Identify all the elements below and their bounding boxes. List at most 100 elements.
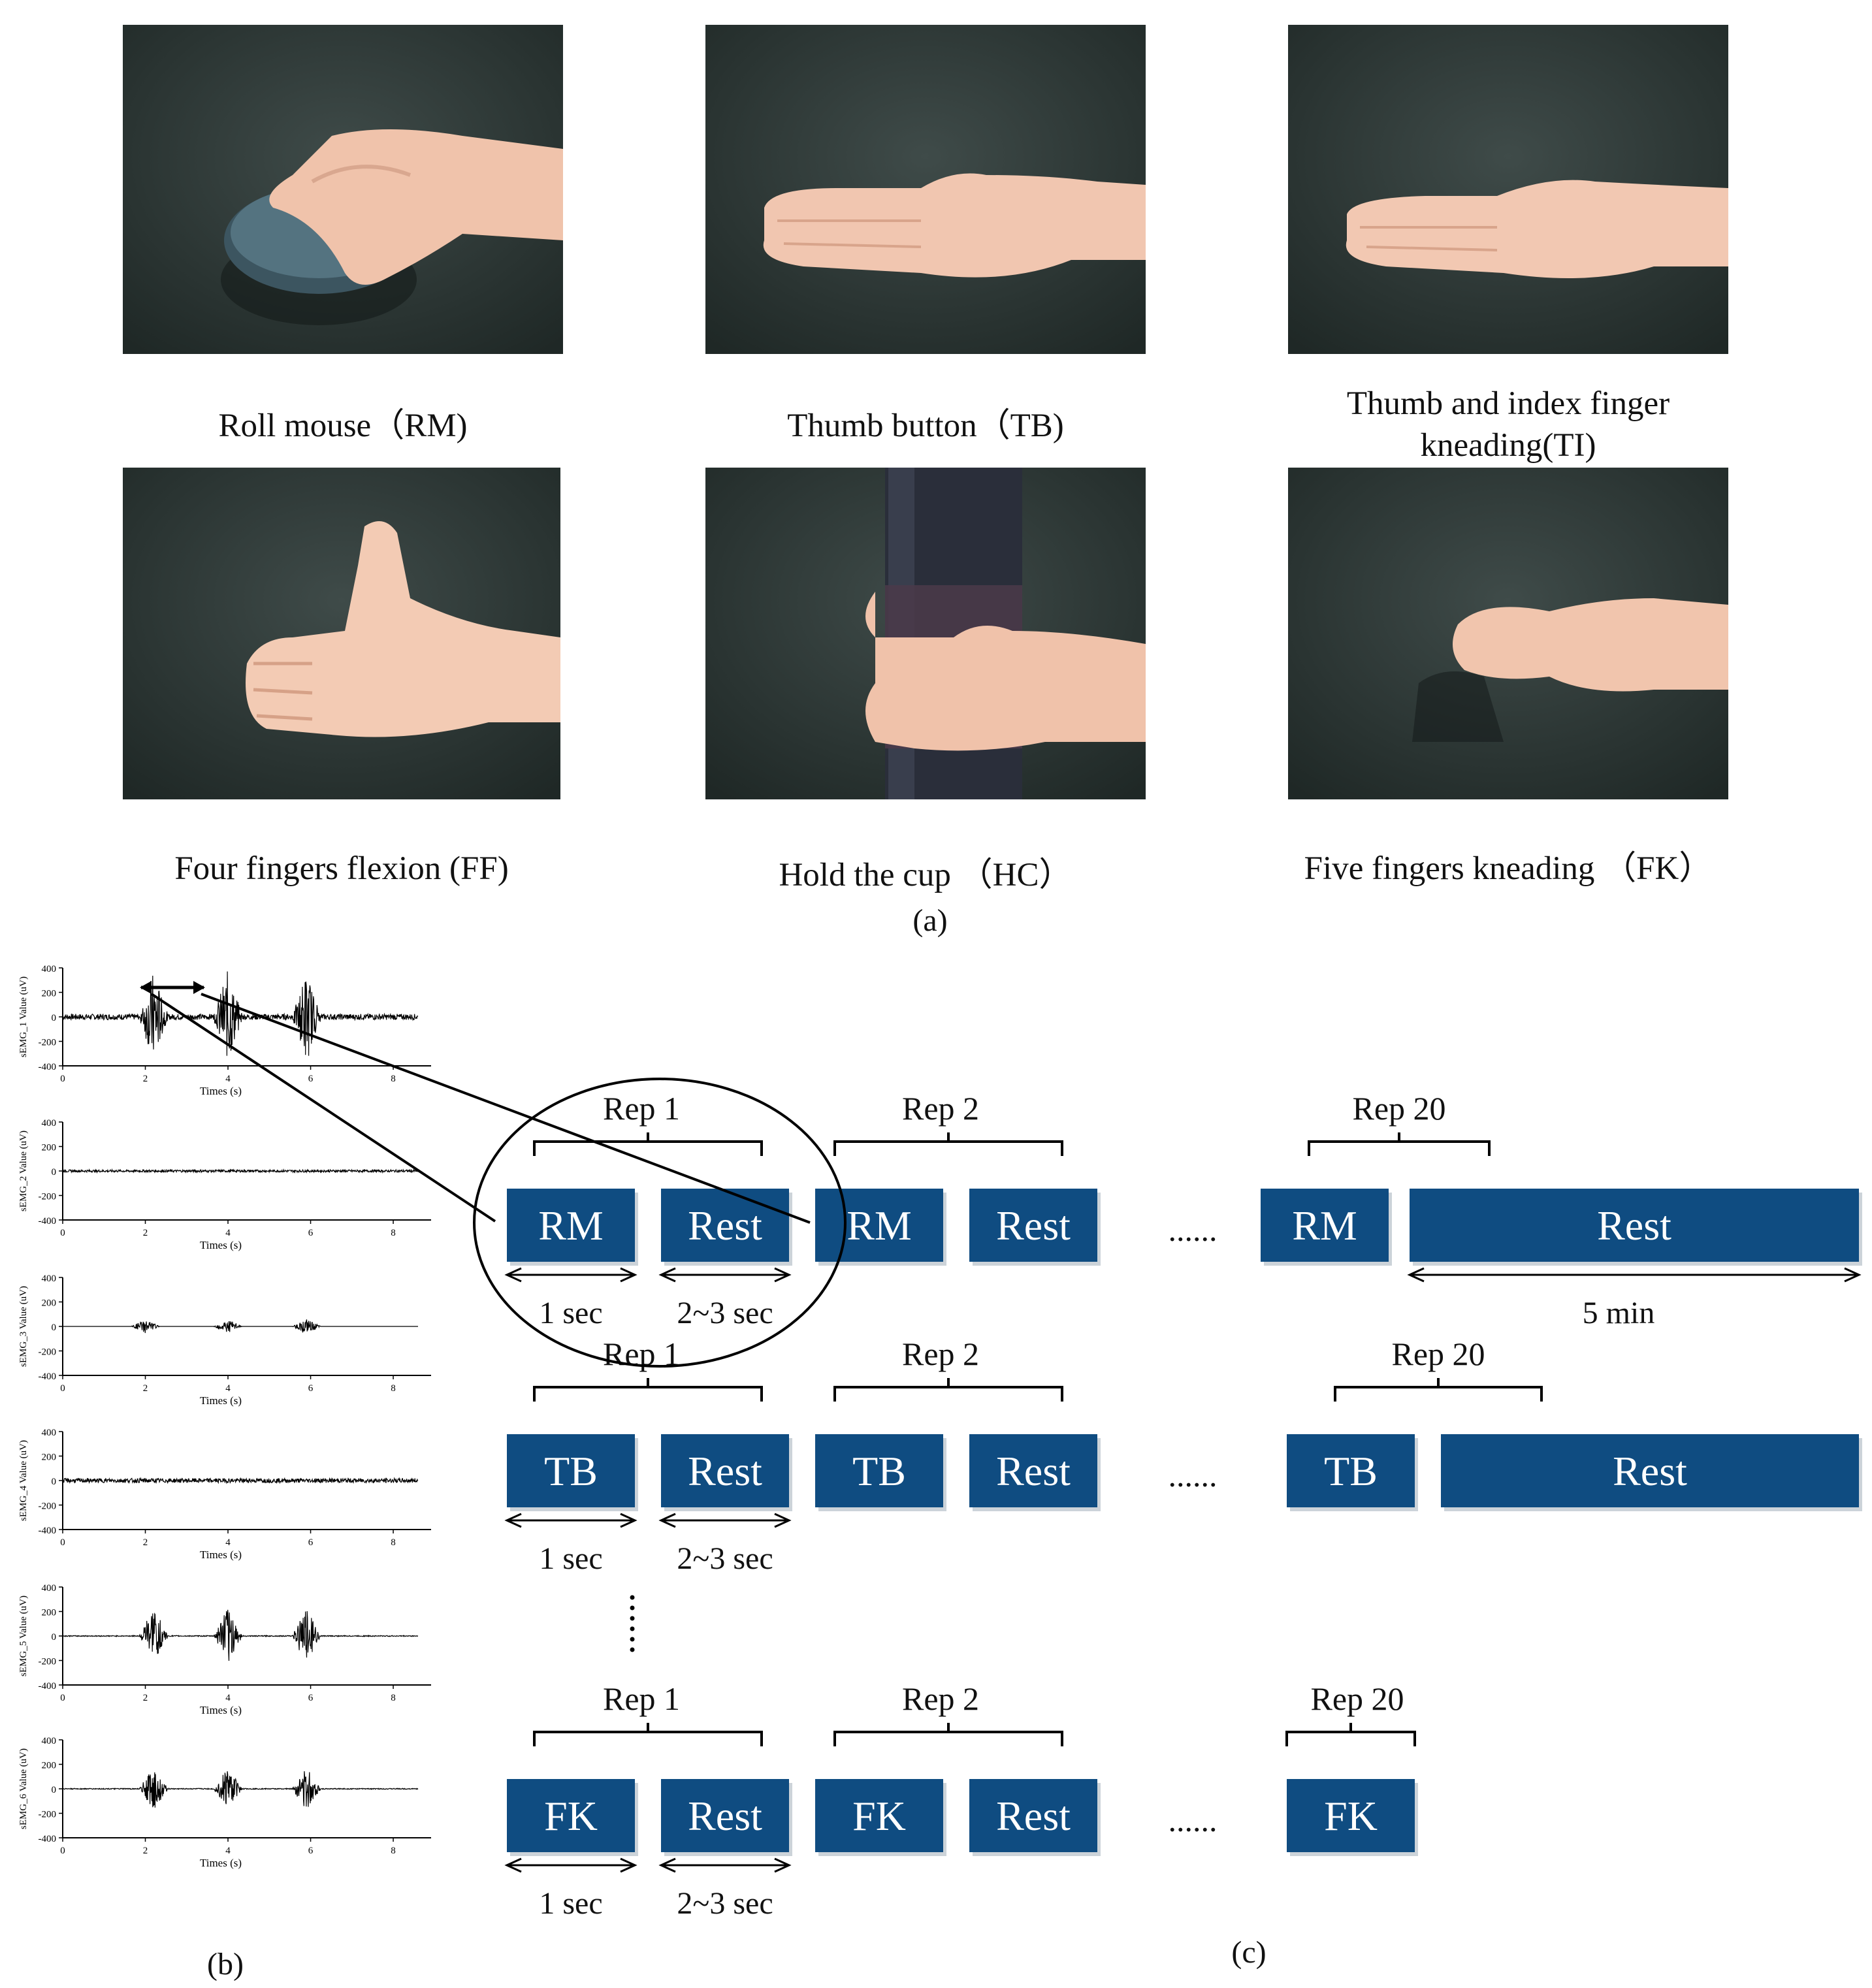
rest-box-rep2-label: Rest xyxy=(996,1202,1071,1249)
rep20-label: Rep 20 xyxy=(1391,1336,1485,1372)
gesture-box-rep1-label: RM xyxy=(538,1202,604,1249)
x-axis-label: Times (s) xyxy=(200,1394,242,1407)
x-tick-label: 0 xyxy=(60,1074,65,1084)
ellipsis-dot xyxy=(630,1647,635,1652)
x-tick-label: 4 xyxy=(225,1228,231,1238)
rest-box-rep1 xyxy=(661,1779,789,1852)
y-axis-label: sEMG_5 Value (uV) xyxy=(18,1595,29,1676)
panel-a-label: (a) xyxy=(912,903,948,938)
y-tick-label: 400 xyxy=(42,1428,57,1438)
x-tick-label: 6 xyxy=(308,1693,314,1703)
x-tick-label: 6 xyxy=(308,1074,314,1084)
brace-rep1 xyxy=(533,1723,763,1746)
y-tick-label: -400 xyxy=(39,1371,57,1382)
y-axis-label: sEMG_3 Value (uV) xyxy=(18,1286,29,1367)
gesture-box-rep2-label: RM xyxy=(847,1202,912,1249)
photo-roll-mouse xyxy=(123,25,563,354)
x-tick-label: 4 xyxy=(225,1846,231,1856)
x-tick-label: 8 xyxy=(391,1228,396,1238)
rest-box-rep2 xyxy=(969,1189,1097,1262)
caption-rm: Roll mouse（RM) xyxy=(218,408,468,444)
final-rest-box-label: Rest xyxy=(1613,1448,1687,1494)
brace-rep2 xyxy=(833,1132,1063,1156)
y-tick-label: 0 xyxy=(52,1323,57,1333)
continuation-dots: ...... xyxy=(1169,1211,1218,1248)
gesture-duration-label: 1 sec xyxy=(539,1541,602,1576)
gesture-duration-arrow-head-left xyxy=(504,1267,522,1283)
continuation-dots: ...... xyxy=(1169,1457,1218,1494)
x-tick-label: 2 xyxy=(143,1693,148,1703)
rest-duration-arrow-head-right xyxy=(774,1267,792,1283)
gesture-duration-arrow-head-right xyxy=(620,1513,637,1528)
y-tick-label: -400 xyxy=(39,1216,57,1226)
gesture-box-rep1 xyxy=(507,1434,635,1507)
gesture-box-rep20 xyxy=(1261,1189,1389,1262)
thumb-button-illustration xyxy=(705,25,1146,354)
x-tick-label: 4 xyxy=(225,1383,231,1394)
y-tick-label: 0 xyxy=(52,1785,57,1795)
final-rest-duration-label: 5 min xyxy=(1583,1296,1655,1330)
caption-tb: Thumb button（TB) xyxy=(787,408,1064,444)
brace-rep20 xyxy=(1285,1723,1416,1746)
x-axis-label: Times (s) xyxy=(200,1085,242,1097)
rest-box-rep2-label: Rest xyxy=(996,1793,1071,1839)
x-tick-label: 0 xyxy=(60,1383,65,1394)
rep-duration-arrow xyxy=(140,981,205,994)
x-tick-label: 6 xyxy=(308,1383,314,1394)
zoom-connector-right xyxy=(201,993,811,1224)
gesture-box-rep2-label: FK xyxy=(852,1793,906,1839)
x-axis-label: Times (s) xyxy=(200,1239,242,1251)
rest-box-rep1-label: Rest xyxy=(688,1793,762,1839)
gesture-box-rep20-label: RM xyxy=(1292,1202,1357,1249)
y-tick-label: 400 xyxy=(42,1736,57,1746)
y-tick-label: 400 xyxy=(42,1118,57,1129)
x-tick-label: 2 xyxy=(143,1537,148,1548)
semg-trace xyxy=(62,971,419,1056)
x-tick-label: 8 xyxy=(391,1074,396,1084)
caption-hc: Hold the cup （HC） xyxy=(779,857,1073,893)
vertical-ellipsis xyxy=(630,1595,635,1652)
semg-trace xyxy=(62,1771,419,1808)
y-tick-label: -200 xyxy=(39,1501,57,1512)
x-axis-label: Times (s) xyxy=(200,1548,242,1561)
x-tick-label: 0 xyxy=(60,1693,65,1703)
rest-box-rep2 xyxy=(969,1434,1097,1507)
caption-ff: Four fingers flexion (FF) xyxy=(174,850,509,887)
thumb-index-illustration xyxy=(1288,25,1728,354)
rep20-label: Rep 20 xyxy=(1352,1090,1445,1127)
x-tick-label: 8 xyxy=(391,1383,396,1394)
x-tick-label: 0 xyxy=(60,1228,65,1238)
gesture-duration-label: 1 sec xyxy=(539,1296,602,1330)
y-tick-label: -400 xyxy=(39,1681,57,1691)
roll-mouse-illustration xyxy=(123,25,563,354)
final-rest-box xyxy=(1410,1189,1859,1262)
gesture-box-rep20-label: FK xyxy=(1324,1793,1378,1839)
rest-duration-arrow-head-right xyxy=(774,1513,792,1528)
x-tick-label: 6 xyxy=(308,1228,314,1238)
gesture-duration-arrow-head-right xyxy=(620,1267,637,1283)
x-tick-label: 2 xyxy=(143,1074,148,1084)
caption-ti-line2: kneading(TI) xyxy=(1420,427,1596,464)
y-axis-label: sEMG_1 Value (uV) xyxy=(18,976,29,1057)
x-tick-label: 0 xyxy=(60,1846,65,1856)
semg-trace xyxy=(63,1319,418,1334)
gesture-box-rep2-label: TB xyxy=(852,1448,906,1494)
x-tick-label: 4 xyxy=(225,1537,231,1548)
continuation-dots: ...... xyxy=(1169,1802,1218,1838)
x-tick-label: 0 xyxy=(60,1537,65,1548)
rest-box-rep1-label: Rest xyxy=(688,1448,762,1494)
rest-duration-arrow-head-left xyxy=(658,1267,676,1283)
y-tick-label: 0 xyxy=(52,1167,57,1178)
gesture-box-rep2 xyxy=(815,1434,943,1507)
photo-hold-the-cup xyxy=(705,468,1146,799)
gesture-duration-arrow-head-left xyxy=(504,1857,522,1873)
rest-box-rep1 xyxy=(661,1189,789,1262)
x-tick-label: 4 xyxy=(225,1074,231,1084)
